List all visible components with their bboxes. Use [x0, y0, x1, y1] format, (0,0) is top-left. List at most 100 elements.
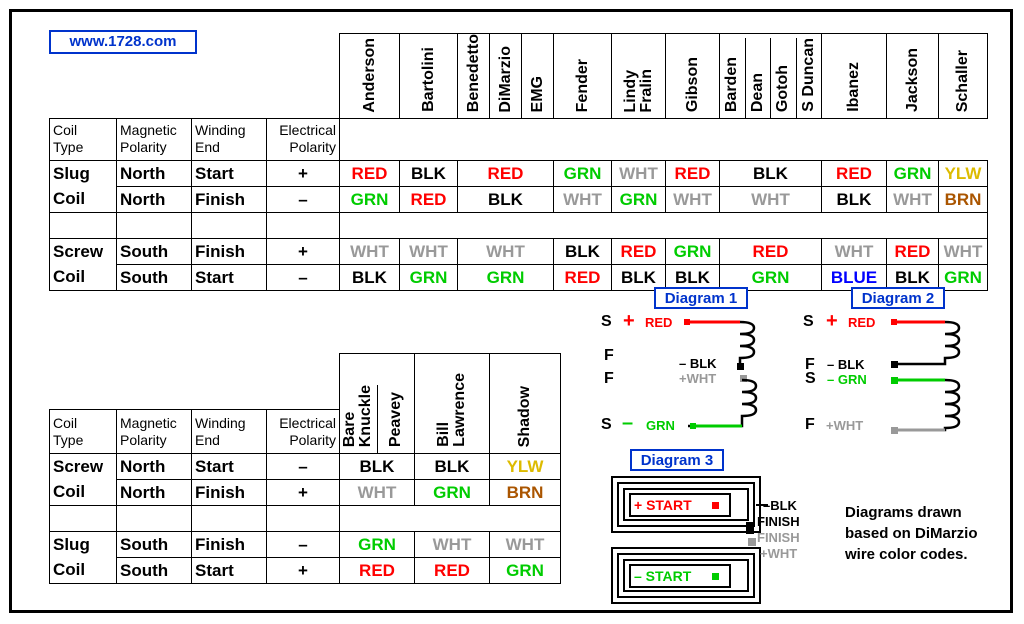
wire-color-cell: WHT [489, 531, 561, 558]
wire-color-cell: RED [611, 238, 666, 266]
wire-color-cell: RED [665, 160, 720, 188]
d3-blk: –BLK [763, 498, 797, 513]
wire-color-cell: BLK [665, 264, 720, 292]
header-electrical-polarity: Electrical Polarity [266, 409, 340, 454]
wire-color-cell: BLK [339, 264, 400, 292]
wire-color-cell: BLK [414, 453, 490, 480]
magnetic-polarity: South [116, 531, 192, 558]
d2-f-bottom: F [805, 416, 815, 433]
wire-color-cell: GRN [489, 557, 561, 584]
d3-start-bottom: – START [634, 568, 692, 584]
magnetic-polarity: North [116, 160, 192, 188]
wire-color-cell: WHT [553, 186, 612, 214]
wire-color-cell: RED [457, 160, 554, 188]
blank-row [49, 212, 988, 240]
wire-color-cell: BRN [938, 186, 988, 214]
wire-color-cell: BLK [611, 264, 666, 292]
wire-color-cell: GRN [399, 264, 458, 292]
brand-slot: EMG [521, 34, 553, 118]
wire-color-cell: WHT [938, 238, 988, 266]
d2-wht-label: +WHT [826, 418, 864, 433]
wire-color-cell: BRN [489, 479, 561, 506]
wire-color-cell: WHT [821, 238, 887, 266]
coil-label: Coil [49, 264, 117, 292]
header-text: Magnetic Polarity [120, 415, 177, 448]
d2-f-mid: F [805, 356, 815, 373]
d1-f1: F [604, 347, 614, 364]
electrical-polarity: + [266, 160, 340, 188]
diagram-3 [611, 476, 768, 604]
coil-label: Coil [49, 557, 117, 584]
electrical-polarity: + [266, 238, 340, 266]
wire-color-cell: WHT [611, 160, 666, 188]
d1-s-bottom: S [601, 416, 612, 433]
d1-grn-sign: – [622, 412, 634, 434]
header-text: Coil Type [53, 415, 84, 448]
diagram-3-title: Diagram 3 [630, 449, 724, 471]
coil-label: Slug [49, 531, 117, 558]
electrical-polarity: + [266, 557, 340, 584]
brand-header: Schaller [938, 32, 988, 120]
winding-end: Start [191, 557, 267, 584]
wire-color-cell: BLUE [821, 264, 887, 292]
wire-color-cell: GRN [886, 160, 939, 188]
blank-color-cell [339, 505, 561, 532]
magnetic-polarity: South [116, 238, 192, 266]
brand-header: Shadow [489, 353, 561, 454]
d1-blk-label: – BLK [679, 356, 717, 371]
d2-grn-label: – GRN [827, 372, 867, 387]
wire-color-cell: YLW [489, 453, 561, 480]
wire-color-cell: RED [553, 264, 612, 292]
brand-slot: DiMarzio [489, 34, 521, 118]
wire-color-cell: WHT [339, 479, 415, 506]
electrical-polarity: – [266, 531, 340, 558]
brand-header: Ibanez [821, 32, 887, 120]
brand-header: Bill Lawrence [414, 353, 490, 454]
electrical-polarity: + [266, 479, 340, 506]
header-electrical-polarity: Electrical Polarity [266, 118, 340, 162]
wire-color-cell: GRN [938, 264, 988, 292]
header-magnetic-polarity: Magnetic Polarity [116, 409, 192, 454]
brand-slot: Gotoh [770, 38, 796, 118]
wire-color-cell: RED [414, 557, 490, 584]
coil-cell [49, 505, 117, 532]
site-link[interactable]: www.1728.com [49, 30, 197, 54]
magnetic-polarity: South [116, 264, 192, 292]
electrical-polarity: – [266, 186, 340, 214]
diagram-2-title: Diagram 2 [851, 287, 945, 309]
header-text: Coil Type [53, 122, 84, 156]
header-winding-end: Winding End [191, 409, 267, 454]
blank-row [49, 505, 561, 532]
brand-slot: S Duncan [795, 38, 821, 118]
winding-end: Finish [191, 479, 267, 506]
d2-red-sign: + [826, 310, 838, 332]
wire-color-cell: GRN [611, 186, 666, 214]
diagram-2 [891, 319, 961, 434]
header-magnetic-polarity: Magnetic Polarity [116, 118, 192, 162]
brand-header: Bartolini [399, 32, 458, 120]
wire-color-cell: GRN [414, 479, 490, 506]
header-winding-end: Winding End [191, 118, 267, 162]
wire-color-cell: WHT [457, 238, 554, 266]
brand-header: Lindy Fralin [611, 32, 666, 120]
brand-header: Fender [553, 32, 612, 120]
winding-end: Start [191, 453, 267, 480]
d3-wht: +WHT [760, 546, 798, 561]
electrical-polarity: – [266, 264, 340, 292]
diagram-note: Diagrams drawn based on DiMarzio wire co… [845, 504, 978, 563]
wire-color-cell: BLK [886, 264, 939, 292]
blank-cell [116, 505, 192, 532]
wire-color-cell: GRN [665, 238, 720, 266]
d1-red-sign: + [623, 310, 635, 332]
d2-red-label: RED [848, 315, 876, 330]
wire-color-cell: BLK [553, 238, 612, 266]
brand-slot: Dean [744, 38, 771, 118]
